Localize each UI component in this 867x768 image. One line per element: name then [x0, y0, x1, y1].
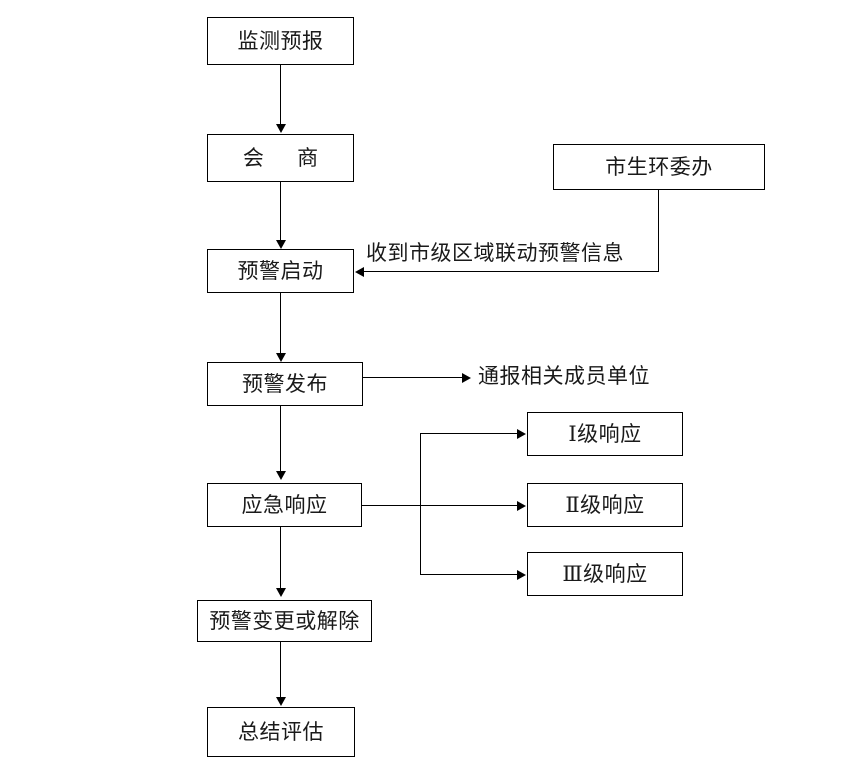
- connector-bus-to-level3: [420, 574, 518, 575]
- node-emergency-response[interactable]: 应急响应: [207, 483, 362, 527]
- connector-release-to-emergency: [280, 406, 281, 474]
- connector-release-to-notify: [363, 377, 464, 378]
- node-summary-evaluation[interactable]: 总结评估: [207, 707, 355, 757]
- connector-change-to-summary: [280, 642, 281, 699]
- label-notify-member-units: 通报相关成员单位: [478, 364, 650, 388]
- arrowhead-change-to-summary: [276, 697, 286, 706]
- node-response-level-2[interactable]: Ⅱ级响应: [527, 483, 683, 527]
- node-summary-evaluation-label: 总结评估: [238, 719, 324, 744]
- connector-office-to-warning-start: [364, 271, 659, 272]
- arrowhead-bus-to-level3: [517, 570, 526, 580]
- node-response-level-3[interactable]: Ⅲ级响应: [527, 552, 683, 596]
- node-warning-change-or-lift[interactable]: 预警变更或解除: [197, 600, 372, 642]
- arrowhead-release-to-emergency: [276, 471, 286, 480]
- node-warning-release[interactable]: 预警发布: [207, 362, 363, 406]
- label-received-city-regional-warning: 收到市级区域联动预警信息: [366, 241, 624, 265]
- connector-branch-bus: [420, 433, 421, 575]
- node-city-eco-env-office[interactable]: 市生环委办: [553, 144, 765, 190]
- connector-bus-to-level2: [420, 505, 518, 506]
- arrowhead-release-to-notify: [462, 373, 471, 383]
- connector-monitoring-to-consultation: [280, 65, 281, 127]
- node-warning-start[interactable]: 预警启动: [207, 249, 354, 293]
- connector-office-vertical: [658, 190, 659, 272]
- node-response-level-1-label: Ⅰ级响应: [568, 421, 642, 446]
- arrowhead-emergency-to-change: [276, 588, 286, 597]
- node-consultation-label: 会 商: [242, 145, 333, 170]
- node-monitoring-forecast-label: 监测预报: [237, 28, 324, 53]
- node-monitoring-forecast[interactable]: 监测预报: [207, 17, 354, 65]
- arrowhead-monitoring-to-consultation: [276, 124, 286, 133]
- connector-consultation-to-warning-start: [280, 182, 281, 243]
- node-warning-change-or-lift-label: 预警变更或解除: [209, 608, 360, 633]
- arrowhead-office-to-warning-start: [355, 267, 364, 277]
- node-response-level-3-label: Ⅲ级响应: [562, 561, 648, 586]
- connector-bus-to-level1: [420, 433, 518, 434]
- arrowhead-warning-start-to-release: [276, 353, 286, 362]
- node-consultation[interactable]: 会 商: [207, 134, 354, 182]
- node-warning-start-label: 预警启动: [237, 258, 324, 283]
- node-response-level-1[interactable]: Ⅰ级响应: [527, 412, 683, 456]
- arrowhead-bus-to-level2: [517, 501, 526, 511]
- node-response-level-2-label: Ⅱ级响应: [565, 492, 645, 517]
- arrowhead-bus-to-level1: [517, 429, 526, 439]
- arrowhead-consultation-to-warning-start: [276, 240, 286, 249]
- node-warning-release-label: 预警发布: [242, 371, 328, 396]
- connector-emergency-to-bus: [362, 505, 421, 506]
- node-city-eco-env-office-label: 市生环委办: [605, 154, 713, 179]
- connector-emergency-to-change: [280, 527, 281, 591]
- connector-warning-start-to-release: [280, 293, 281, 357]
- node-emergency-response-label: 应急响应: [241, 492, 328, 517]
